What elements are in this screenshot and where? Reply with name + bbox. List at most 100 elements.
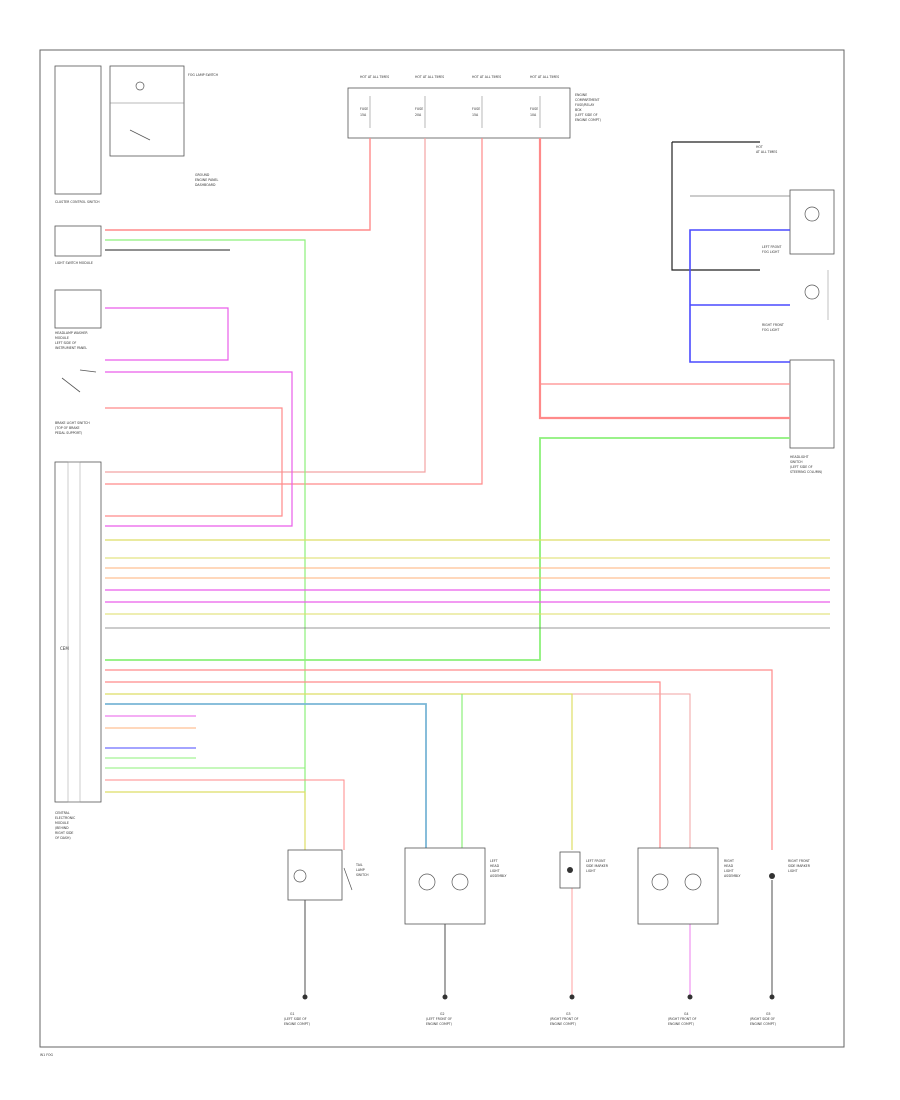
svg-text:ENGINE COMPT): ENGINE COMPT) [575,118,601,122]
svg-text:ASSEMBLY: ASSEMBLY [490,874,507,878]
svg-text:SIDE MARKER: SIDE MARKER [586,864,609,868]
svg-text:AT ALL TIMES: AT ALL TIMES [756,150,777,154]
svg-text:HEAD: HEAD [490,864,500,868]
svg-text:LEFT FRONT: LEFT FRONT [586,859,605,863]
fuse-3: HOT AT ALL TIMES FUSE 15A [472,75,501,128]
svg-text:SIDE MARKER: SIDE MARKER [788,864,811,868]
fuse-1: HOT AT ALL TIMES FUSE 15A [360,75,389,128]
svg-text:OF DASH): OF DASH) [55,836,71,840]
svg-text:LIGHT: LIGHT [724,869,734,873]
svg-text:ENGINE COMPT): ENGINE COMPT) [668,1022,694,1026]
svg-text:FOG LIGHT: FOG LIGHT [762,328,779,332]
wire-yellow-13 [105,791,306,850]
svg-text:RIGHT SIDE: RIGHT SIDE [55,831,73,835]
svg-text:FUSE: FUSE [360,107,368,111]
svg-text:SWITCH: SWITCH [790,460,803,464]
left-headlight-assembly: LEFT HEAD LIGHT ASSEMBLY [404,847,507,925]
wire-blue-fog [689,229,790,363]
wire-top-red-4 [538,138,790,420]
wire-magenta-2 [105,371,293,527]
svg-text:ENGINE COMPT): ENGINE COMPT) [550,1022,576,1026]
svg-text:STEERING COLUMN): STEERING COLUMN) [790,470,822,474]
svg-text:LIGHT: LIGHT [788,869,798,873]
wire-red-brake [105,407,283,517]
wire-red-5 [105,669,773,850]
svg-text:(LEFT SIDE OF: (LEFT SIDE OF [575,113,598,117]
svg-text:10A: 10A [530,113,537,117]
wire-cyan [105,703,427,850]
brake-light-switch: BRAKE LIGHT SWITCH (TOP OF BRAKE PEDAL S… [55,369,97,435]
ground-g5: G5 (RIGHT SIDE OF ENGINE COMPT) [750,994,776,1026]
svg-text:FUSE/RELAY: FUSE/RELAY [575,103,594,107]
svg-text:BRAKE LIGHT SWITCH: BRAKE LIGHT SWITCH [55,421,90,425]
svg-text:DASHBOARD: DASHBOARD [195,183,216,187]
svg-text:(BEHIND: (BEHIND [55,826,69,830]
diagram-frame [39,49,845,1048]
tail-lamp-switch: TAIL LAMP SWITCH [287,849,369,901]
svg-text:(RIGHT FRONT OF: (RIGHT FRONT OF [668,1017,697,1021]
wire-top-pink-2 [105,138,426,473]
svg-text:RIGHT FRONT: RIGHT FRONT [788,859,810,863]
svg-text:HOT AT ALL TIMES: HOT AT ALL TIMES [472,75,501,79]
ground-g4: G4 (RIGHT FRONT OF ENGINE COMPT) [668,994,697,1026]
svg-text:G4: G4 [684,1012,689,1016]
svg-text:(LEFT SIDE OF: (LEFT SIDE OF [284,1017,307,1021]
svg-text:PEDAL SUPPORT): PEDAL SUPPORT) [55,431,82,435]
headlamp-washer-module: HEADLAMP WASHER MODULE LEFT SIDE OF INST… [54,289,102,350]
svg-text:LEFT: LEFT [490,859,498,863]
svg-text:LEFT FRONT: LEFT FRONT [762,245,781,249]
svg-text:BOX: BOX [575,108,582,112]
svg-text:FUSE: FUSE [415,107,423,111]
svg-text:LIGHT SWITCH MODULE: LIGHT SWITCH MODULE [55,261,93,265]
svg-text:CEM: CEM [60,646,69,651]
svg-text:LAMP: LAMP [356,868,365,872]
svg-text:(TOP OF BRAKE: (TOP OF BRAKE [55,426,80,430]
light-switch-module: LIGHT SWITCH MODULE [54,225,102,265]
svg-text:G2: G2 [440,1012,445,1016]
ground-g2: G2 (LEFT FRONT OF ENGINE COMPT) [426,994,452,1026]
svg-text:HOT AT ALL TIMES: HOT AT ALL TIMES [415,75,444,79]
wire-green-cem [105,437,790,661]
svg-text:G1: G1 [290,1012,295,1016]
svg-text:ENGINE COMPT): ENGINE COMPT) [750,1022,776,1026]
svg-text:HEADLIGHT: HEADLIGHT [790,455,809,459]
svg-text:15A: 15A [472,113,479,117]
svg-text:(LEFT FRONT OF: (LEFT FRONT OF [426,1017,452,1021]
svg-text:ENGINE COMPT): ENGINE COMPT) [426,1022,452,1026]
svg-text:ENGINE COMPT): ENGINE COMPT) [284,1022,310,1026]
wire-red-7 [105,693,691,850]
wire-red-12 [105,779,345,850]
svg-text:HOT AT ALL TIMES: HOT AT ALL TIMES [360,75,389,79]
svg-text:FUSE: FUSE [472,107,480,111]
svg-text:15A: 15A [360,113,367,117]
svg-text:TAIL: TAIL [355,863,363,867]
wire-yellow-7 [105,693,573,850]
svg-text:ELECTRONIC: ELECTRONIC [55,816,76,820]
svg-text:COMPARTMENT: COMPARTMENT [575,98,599,102]
svg-text:LIGHT: LIGHT [490,869,500,873]
right-top-group: HOT AT ALL TIMES LEFT FRONT FOG LIGHT RI… [756,145,835,474]
svg-text:FOG LIGHT: FOG LIGHT [762,250,779,254]
wire-top-red-3 [105,138,483,485]
svg-text:INSTRUMENT PANEL: INSTRUMENT PANEL [55,346,87,350]
right-side-marker: RIGHT FRONT SIDE MARKER LIGHT [769,859,811,879]
right-headlight-assembly: RIGHT HEAD LIGHT ASSEMBLY [637,847,741,925]
svg-text:20A: 20A [415,113,422,117]
left-side-marker: LEFT FRONT SIDE MARKER LIGHT [559,851,609,889]
svg-text:HEADLAMP WASHER: HEADLAMP WASHER [55,331,88,335]
wire-green-top [105,239,306,800]
central-electronic-module: CEM CENTRAL ELECTRONIC MODULE (BEHIND RI… [54,461,102,840]
svg-text:HOT: HOT [756,145,763,149]
svg-text:MODULE: MODULE [55,336,69,340]
svg-text:RIGHT: RIGHT [724,859,734,863]
cluster-control-switch: FOG LAMP SWITCH CLUSTER CONTROL SWITCH G… [54,65,219,204]
wire-red-6 [105,681,661,850]
svg-text:ASSEMBLY: ASSEMBLY [724,874,741,878]
svg-text:(LEFT SIDE OF: (LEFT SIDE OF [790,465,813,469]
svg-text:GROUND: GROUND [195,173,210,177]
ground-g3: G3 (RIGHT FRONT OF ENGINE COMPT) [550,994,579,1026]
svg-text:ENGINE PANEL: ENGINE PANEL [195,178,219,182]
